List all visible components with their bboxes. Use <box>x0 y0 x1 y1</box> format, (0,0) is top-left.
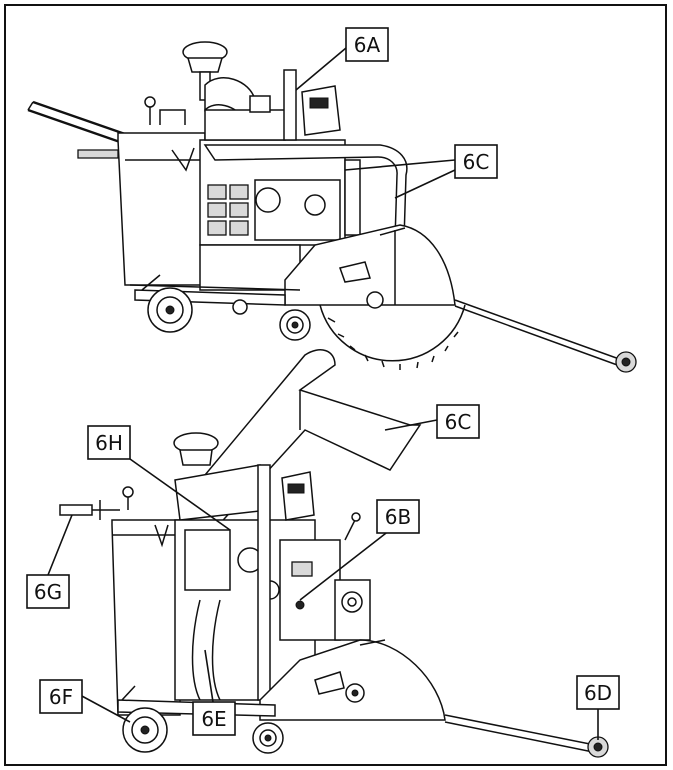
callout-6F: 6F <box>39 679 83 714</box>
callout-label: 6C <box>463 150 490 174</box>
leader-6G <box>47 514 73 576</box>
leader-6B <box>299 529 391 601</box>
leader-6H <box>129 458 231 531</box>
callout-6H: 6H <box>87 425 131 460</box>
callout-6G: 6G <box>26 574 70 609</box>
callout-label: 6A <box>354 33 381 57</box>
callout-label: 6E <box>201 707 226 731</box>
leader-6C-top-a <box>344 159 456 171</box>
callout-label: 6H <box>95 431 123 455</box>
leader-6C-top-b <box>394 169 456 199</box>
saw-top-assembled <box>27 41 637 373</box>
leader-6E <box>204 649 214 703</box>
callout-label: 6B <box>385 505 411 529</box>
saw-bottom-guard-raised <box>59 349 609 758</box>
leader-lines <box>47 47 599 740</box>
callout-6E: 6E <box>192 701 236 736</box>
callout-label: 6D <box>584 681 612 705</box>
leader-6A <box>295 47 347 91</box>
callout-6C-top: 6C <box>454 144 498 179</box>
callout-6B: 6B <box>376 499 420 534</box>
callout-label: 6G <box>34 580 62 604</box>
callout-label: 6F <box>49 685 73 709</box>
callout-6C-bottom: 6C <box>436 404 480 439</box>
leader-6C-bottom <box>384 419 438 431</box>
leader-6F <box>79 694 131 723</box>
callout-6A: 6A <box>345 27 389 62</box>
callout-6D: 6D <box>576 675 620 710</box>
callout-label: 6C <box>445 410 472 434</box>
